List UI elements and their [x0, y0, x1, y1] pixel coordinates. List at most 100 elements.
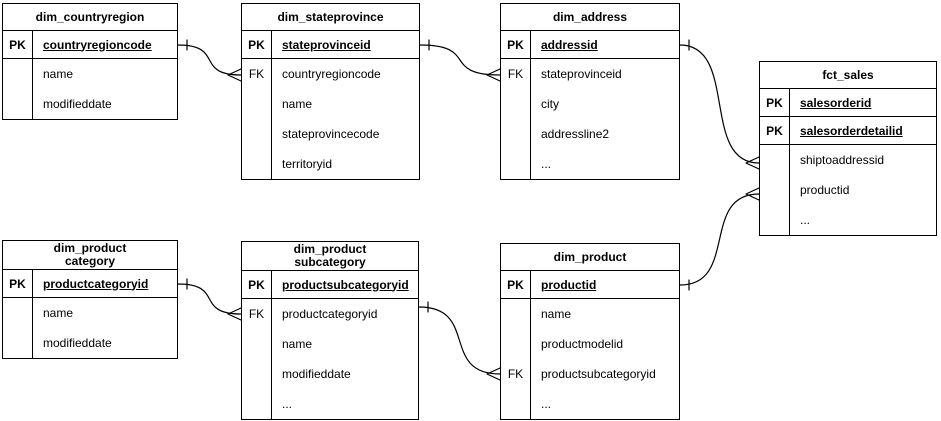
- cardinality-many-crowsfoot: [745, 187, 760, 201]
- entity-row[interactable]: modifieddate: [3, 89, 177, 119]
- field-name: productmodelid: [541, 337, 624, 351]
- relationship-line[interactable]: [177, 283, 242, 315]
- pk-field-name: salesorderid: [800, 95, 872, 110]
- entity-row[interactable]: city: [501, 89, 679, 119]
- entity-row[interactable]: name: [3, 59, 177, 89]
- row-key-label: PK: [242, 271, 272, 298]
- relationship-subcategory-to-product[interactable]: [418, 301, 501, 381]
- relationship-line[interactable]: [679, 193, 760, 286]
- entity-title: dim_stateprovince: [242, 4, 419, 31]
- cardinality-many-crowsfoot: [745, 156, 760, 170]
- field-name: addressline2: [541, 127, 610, 141]
- entity-dim-stateprovince[interactable]: dim_stateprovince PK stateprovinceid FK …: [241, 3, 420, 180]
- entity-dim-productsubcategory[interactable]: dim_product subcategory PK productsubcat…: [241, 241, 419, 420]
- entity-row[interactable]: PK productsubcategoryid: [242, 271, 418, 299]
- entity-row[interactable]: name: [242, 89, 419, 119]
- relationship-line[interactable]: [418, 306, 501, 375]
- entity-row[interactable]: modifieddate: [3, 328, 177, 358]
- field-name: ...: [541, 397, 552, 411]
- relationship-address-to-fctsales[interactable]: [679, 39, 760, 170]
- pk-field-name: addressid: [541, 37, 598, 52]
- row-key-label: FK: [501, 59, 531, 89]
- entity-row[interactable]: PK salesorderdetailid: [760, 117, 936, 145]
- field-name: name: [282, 97, 313, 111]
- field-name: name: [43, 67, 74, 81]
- relationship-countryregion-to-stateprovince[interactable]: [177, 39, 242, 82]
- entity-row[interactable]: FK productsubcategoryid: [501, 359, 679, 389]
- entity-title: dim_product subcategory: [242, 242, 418, 271]
- field-name: productcategoryid: [282, 307, 378, 321]
- row-key-label: [242, 329, 272, 359]
- entity-row[interactable]: FK countryregioncode: [242, 59, 419, 89]
- entity-row[interactable]: shiptoaddressid: [760, 145, 936, 175]
- cardinality-many-crowsfoot: [227, 68, 242, 82]
- field-name: ...: [800, 213, 811, 227]
- row-key-label: [3, 89, 33, 119]
- pk-field-name: countryregioncode: [43, 37, 152, 52]
- relationship-line[interactable]: [177, 44, 242, 76]
- field-name: name: [541, 307, 572, 321]
- row-key-label: [242, 119, 272, 149]
- relationship-product-to-fctsales[interactable]: [679, 187, 760, 291]
- entity-row[interactable]: PK addressid: [501, 31, 679, 59]
- entity-dim-product[interactable]: dim_product PK productid name productmod…: [500, 243, 680, 420]
- relationship-stateprovince-to-address[interactable]: [419, 39, 501, 82]
- entity-row[interactable]: modifieddate: [242, 359, 418, 389]
- entity-dim-address[interactable]: dim_address PK addressid FK stateprovinc…: [500, 3, 680, 180]
- entity-row[interactable]: ...: [760, 205, 936, 235]
- entity-row[interactable]: addressline2: [501, 119, 679, 149]
- field-name: city: [541, 97, 559, 111]
- field-name: territoryid: [282, 157, 333, 171]
- entity-row[interactable]: ...: [501, 149, 679, 179]
- relationship-line[interactable]: [679, 44, 760, 164]
- relationship-productcategory-to-subcategory[interactable]: [177, 278, 242, 321]
- entity-row[interactable]: PK countryregioncode: [3, 31, 177, 59]
- pk-field-name: salesorderdetailid: [800, 123, 903, 138]
- entity-row[interactable]: PK stateprovinceid: [242, 31, 419, 59]
- entity-row[interactable]: name: [3, 298, 177, 328]
- field-name: productsubcategoryid: [541, 367, 656, 381]
- entity-row[interactable]: ...: [501, 389, 679, 419]
- row-key-label: PK: [3, 270, 33, 297]
- row-key-label: [501, 299, 531, 329]
- entity-row[interactable]: PK salesorderid: [760, 89, 936, 117]
- row-key-label: [242, 89, 272, 119]
- entity-row[interactable]: ...: [242, 389, 418, 419]
- entity-title: fct_sales: [760, 62, 936, 89]
- row-key-label: FK: [242, 59, 272, 89]
- row-key-label: [501, 149, 531, 179]
- entity-title: dim_product category: [3, 241, 177, 270]
- entity-row[interactable]: territoryid: [242, 149, 419, 179]
- field-name: name: [43, 306, 74, 320]
- entity-fct-sales[interactable]: fct_sales PK salesorderid PK salesorderd…: [759, 61, 937, 236]
- entity-title: dim_address: [501, 4, 679, 31]
- entity-row[interactable]: FK productcategoryid: [242, 299, 418, 329]
- row-key-label: [242, 389, 272, 419]
- row-key-label: PK: [501, 271, 531, 298]
- entity-dim-countryregion[interactable]: dim_countryregion PK countryregioncode n…: [2, 3, 178, 120]
- field-name: shiptoaddressid: [800, 153, 885, 167]
- field-name: stateprovincecode: [282, 127, 380, 141]
- entity-row[interactable]: name: [242, 329, 418, 359]
- entity-row[interactable]: PK productid: [501, 271, 679, 299]
- row-key-label: [501, 89, 531, 119]
- entity-row[interactable]: productmodelid: [501, 329, 679, 359]
- row-key-label: FK: [242, 299, 272, 329]
- entity-title: dim_countryregion: [3, 4, 177, 31]
- entity-row[interactable]: FK stateprovinceid: [501, 59, 679, 89]
- field-name: modifieddate: [282, 367, 351, 381]
- field-name: countryregioncode: [282, 67, 381, 81]
- entity-row[interactable]: stateprovincecode: [242, 119, 419, 149]
- entity-row[interactable]: name: [501, 299, 679, 329]
- row-key-label: [501, 329, 531, 359]
- row-key-label: [760, 145, 790, 175]
- entity-dim-productcategory[interactable]: dim_product category PK productcategoryi…: [2, 240, 178, 359]
- row-key-label: [3, 328, 33, 358]
- pk-field-name: stateprovinceid: [282, 37, 371, 52]
- entity-row[interactable]: productid: [760, 175, 936, 205]
- row-key-label: [3, 298, 33, 328]
- entity-row[interactable]: PK productcategoryid: [3, 270, 177, 298]
- relationship-line[interactable]: [419, 44, 501, 76]
- row-key-label: [760, 175, 790, 205]
